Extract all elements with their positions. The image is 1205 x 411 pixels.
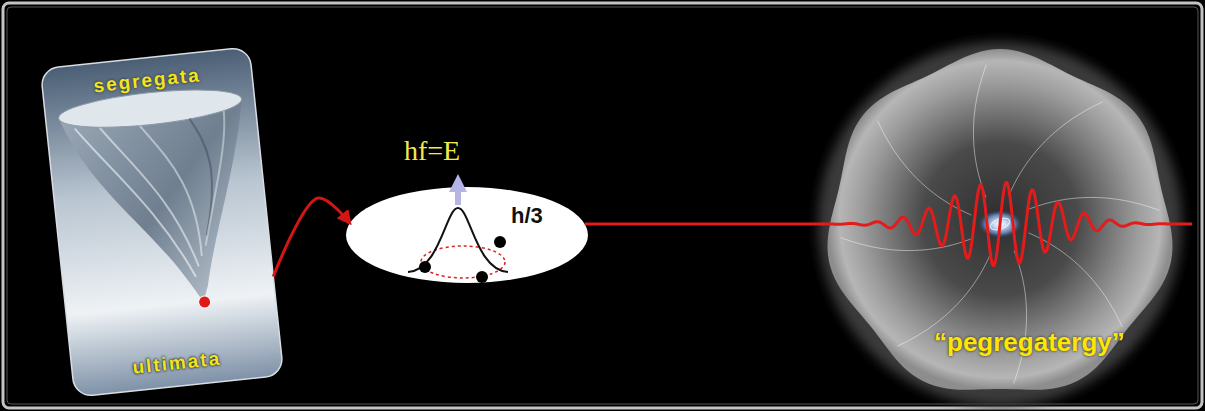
orb-ray bbox=[1009, 102, 1103, 196]
card-shape bbox=[40, 47, 283, 397]
tornado-streak bbox=[192, 111, 238, 246]
particle-ellipse: hf=Eh/3 bbox=[346, 187, 588, 283]
bell-curve bbox=[408, 208, 508, 272]
wave-packet bbox=[822, 183, 1192, 266]
singularity-dot bbox=[198, 295, 211, 308]
tornado-card bbox=[40, 47, 283, 397]
tornado-streak bbox=[189, 117, 217, 236]
node-label: ultimata bbox=[71, 341, 282, 385]
node-label: segregata bbox=[42, 59, 253, 103]
orb-ray bbox=[1014, 251, 1027, 384]
particle-dot bbox=[476, 271, 488, 283]
tornado-funnel bbox=[59, 99, 263, 315]
emission-arrow bbox=[455, 183, 461, 205]
tornado-streak bbox=[75, 118, 196, 288]
equation-label: hf=E bbox=[404, 135, 460, 167]
connector-line bbox=[585, 223, 824, 226]
node-label: h/3 bbox=[511, 203, 543, 228]
orb-ray bbox=[841, 238, 974, 251]
orb-ray bbox=[973, 65, 986, 198]
particle-dot bbox=[419, 261, 431, 273]
frame-inner bbox=[7, 7, 1198, 404]
tornado-streak bbox=[100, 119, 199, 275]
particle-dot bbox=[494, 236, 506, 248]
connector-arrow bbox=[273, 198, 350, 277]
node-label: “pegregatergy” bbox=[934, 328, 1125, 358]
tornado-streak bbox=[140, 121, 202, 261]
orb-ray bbox=[1027, 197, 1160, 210]
energy-orb: “pegregatergy” bbox=[824, 48, 1176, 400]
frame bbox=[3, 3, 1202, 408]
tornado-card: segregata ultimata bbox=[40, 47, 283, 397]
particle-ellipse bbox=[346, 187, 588, 283]
